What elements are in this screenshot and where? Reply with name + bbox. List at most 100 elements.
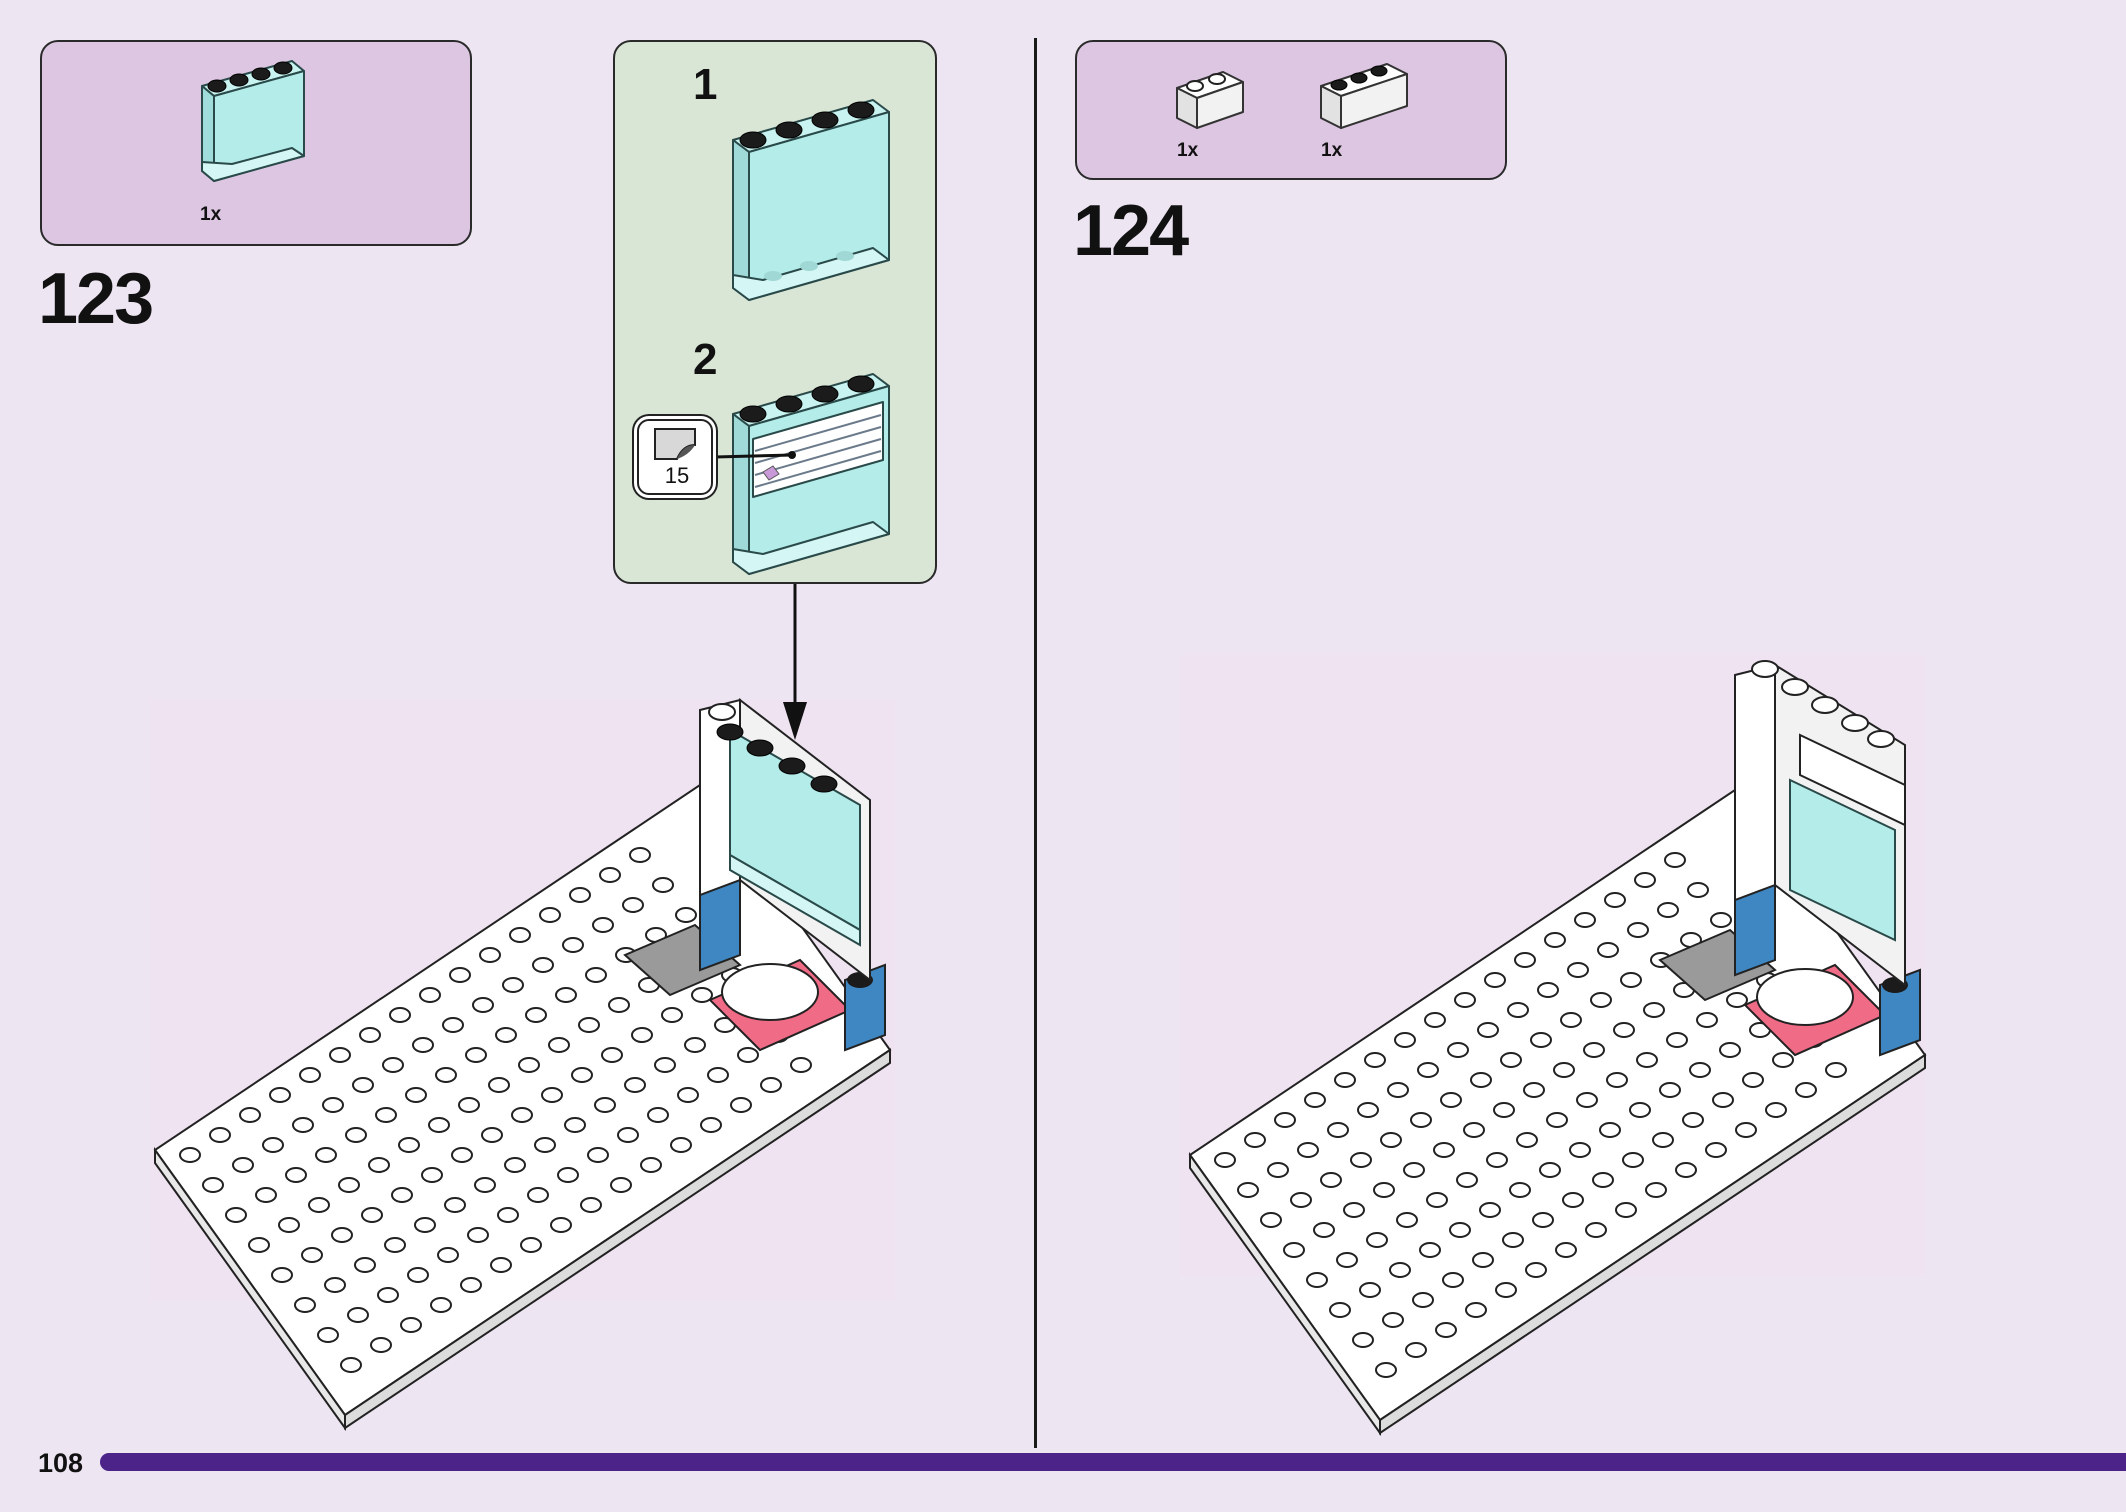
baseplate-stud	[1267, 1162, 1289, 1178]
baseplate-stud	[1523, 1082, 1545, 1098]
baseplate-stud	[1260, 1212, 1282, 1228]
baseplate-stud	[594, 1097, 616, 1113]
baseplate-stud	[331, 1227, 353, 1243]
baseplate-stud	[1320, 1172, 1342, 1188]
baseplate-stud	[1493, 1102, 1515, 1118]
baseplate-stud	[640, 1157, 662, 1173]
baseplate-stud	[209, 1127, 231, 1143]
baseplate-stud	[474, 1177, 496, 1193]
page-number: 108	[38, 1448, 84, 1478]
baseplate-stud	[1456, 1172, 1478, 1188]
baseplate-stud	[1719, 1042, 1741, 1058]
baseplate-stud	[1387, 1082, 1409, 1098]
baseplate-stud	[377, 1287, 399, 1303]
baseplate-stud	[391, 1187, 413, 1203]
baseplate-stud	[569, 887, 591, 903]
baseplate-stud	[368, 1157, 390, 1173]
baseplate-stud	[1410, 1112, 1432, 1128]
baseplate-stud	[1544, 932, 1566, 948]
baseplate-stud	[1507, 1002, 1529, 1018]
baseplate-stud	[707, 1067, 729, 1083]
baseplate-stud	[504, 1157, 526, 1173]
baseplate-stud	[1352, 1332, 1374, 1348]
baseplate-stud	[345, 1127, 367, 1143]
baseplate-stud	[1350, 1152, 1372, 1168]
baseplate-stud	[465, 1047, 487, 1063]
baseplate-stud	[271, 1267, 293, 1283]
baseplate-stud	[1634, 872, 1656, 888]
baseplate-stud	[527, 1187, 549, 1203]
baseplate-stud	[1590, 992, 1612, 1008]
baseplate-stud	[1424, 1012, 1446, 1028]
baseplate-stud	[1615, 1202, 1637, 1218]
baseplate-stud	[1546, 1112, 1568, 1128]
baseplate-stud	[384, 1237, 406, 1253]
baseplate-stud	[1659, 1082, 1681, 1098]
baseplate-stud	[1426, 1192, 1448, 1208]
baseplate-stud	[684, 1037, 706, 1053]
baseplate-stud	[458, 1097, 480, 1113]
baseplate-stud	[1710, 912, 1732, 928]
baseplate-stud	[430, 1297, 452, 1313]
baseplate-stud	[1606, 1072, 1628, 1088]
baseplate-stud	[1652, 1132, 1674, 1148]
baseplate-stud	[610, 1177, 632, 1193]
baseplate-stud	[520, 1237, 542, 1253]
baseplate-stud	[1442, 1272, 1464, 1288]
substep-number-2: 2	[693, 335, 718, 384]
baseplate-stud	[1297, 1142, 1319, 1158]
baseplate-stud	[1514, 952, 1536, 968]
baseplate-stud	[1627, 922, 1649, 938]
baseplate-stud	[617, 1127, 639, 1143]
baseplate-stud	[285, 1167, 307, 1183]
baseplate-stud	[1645, 1182, 1667, 1198]
baseplate-stud	[1664, 852, 1686, 868]
sticker-number: 15	[664, 463, 690, 488]
baseplate-stud	[1463, 1122, 1485, 1138]
baseplate-stud	[1742, 1072, 1764, 1088]
baseplate-stud	[511, 1107, 533, 1123]
baseplate-stud	[1525, 1262, 1547, 1278]
baseplate-stud	[599, 867, 621, 883]
baseplate-stud	[532, 957, 554, 973]
substep-number-1: 1	[693, 60, 718, 109]
baseplate-stud	[571, 1067, 593, 1083]
baseplate-stud	[578, 1017, 600, 1033]
baseplate-stud	[294, 1297, 316, 1313]
baseplate-stud	[564, 1117, 586, 1133]
baseplate-stud	[1405, 1342, 1427, 1358]
baseplate-stud	[1795, 1082, 1817, 1098]
baseplate-stud	[239, 1107, 261, 1123]
baseplate-stud	[495, 1027, 517, 1043]
baseplate-stud	[1290, 1192, 1312, 1208]
baseplate-stud	[1364, 1052, 1386, 1068]
baseplate-stud	[1567, 962, 1589, 978]
baseplate-stud	[548, 1037, 570, 1053]
baseplate-stud	[1597, 942, 1619, 958]
white-brick-1x2-icon	[1176, 71, 1244, 129]
baseplate-stud	[292, 1117, 314, 1133]
baseplate-stud	[1825, 1062, 1847, 1078]
baseplate-stud	[652, 877, 674, 893]
baseplate-stud	[1636, 1052, 1658, 1068]
baseplate-stud	[675, 907, 697, 923]
panel-substep-2	[732, 373, 890, 575]
baseplate-stud	[1574, 912, 1596, 928]
baseplate-stud	[1412, 1292, 1434, 1308]
baseplate-stud	[497, 1207, 519, 1223]
baseplate-stud	[481, 1127, 503, 1143]
baseplate-stud	[202, 1177, 224, 1193]
baseplate-stud	[315, 1147, 337, 1163]
baseplate-stud	[444, 1197, 466, 1213]
baseplate-stud	[1502, 1232, 1524, 1248]
baseplate-stud	[550, 1217, 572, 1233]
baseplate-stud	[449, 967, 471, 983]
baseplate-stud	[1689, 1062, 1711, 1078]
baseplate-stud	[1304, 1092, 1326, 1108]
placement-arrow	[783, 584, 807, 740]
baseplate-stud	[460, 1277, 482, 1293]
baseplate-stud	[419, 987, 441, 1003]
baseplate-stud	[502, 977, 524, 993]
baseplate-stud	[347, 1307, 369, 1323]
baseplate-stud	[179, 1147, 201, 1163]
